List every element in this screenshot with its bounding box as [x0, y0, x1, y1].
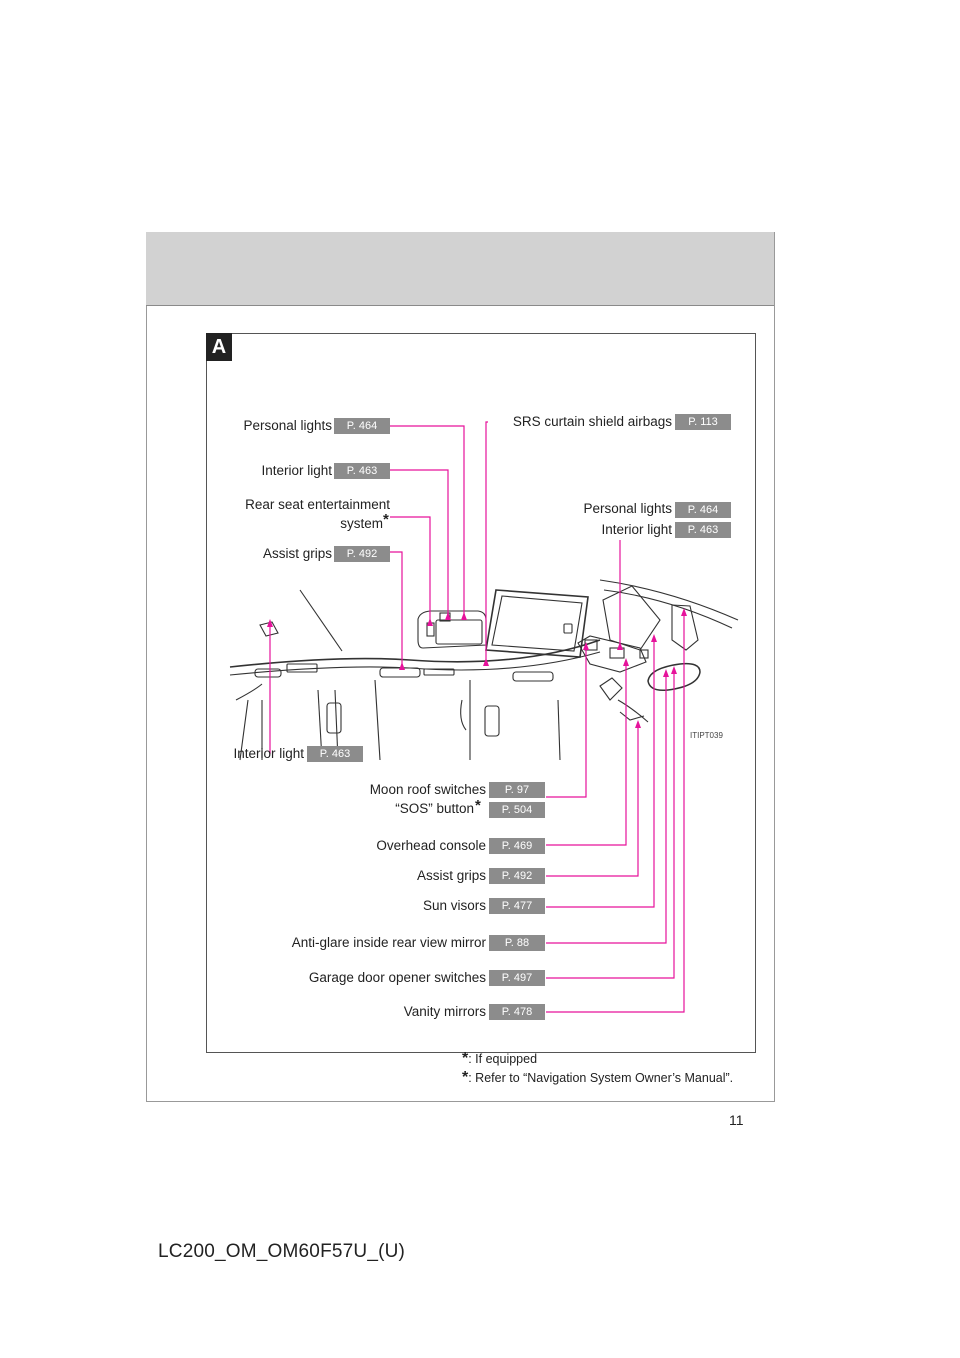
leader-garage-door: [546, 672, 675, 979]
label-assist-grips-bottom: Assist grips: [416, 868, 486, 883]
page-ref-vanity-mirrors[interactable]: P. 478: [489, 1004, 545, 1020]
page-number: 11: [729, 1112, 744, 1128]
page-ref-interior-light-right[interactable]: P. 463: [675, 522, 731, 538]
leader-arrowheads: [267, 608, 687, 728]
page-ref-garage-door-opener[interactable]: P. 497: [489, 970, 545, 986]
label-sos-button: “SOS” button: [395, 801, 474, 816]
label-overhead-console: Overhead console: [376, 838, 486, 853]
roof-rail: [599, 579, 739, 621]
leader-assist-grips-bottom: [546, 726, 639, 877]
footer-code: LC200_OM_OM60F57U_(U): [158, 1241, 406, 1262]
page-ref-personal-lights-right[interactable]: P. 464: [675, 502, 731, 518]
label-rear-seat-entertainment-system: system: [340, 516, 383, 531]
ceiling-edge: [229, 639, 601, 668]
label-assist-grips-left: Assist grips: [262, 546, 332, 561]
label-personal-lights-left: Personal lights: [243, 418, 332, 433]
label-sun-visors: Sun visors: [422, 898, 486, 913]
label-interior-light-right: Interior light: [601, 522, 672, 537]
page-ref-overhead-console[interactable]: P. 469: [489, 838, 545, 854]
label-garage-door-opener: Garage door opener switches: [308, 970, 486, 985]
footnote-if-equipped: *: If equipped: [462, 1050, 538, 1067]
moon-roof: [485, 589, 589, 658]
header-band: [146, 232, 774, 306]
label-interior-light-left: Interior light: [261, 463, 332, 478]
leader-rear-seat-entertainment: [390, 516, 431, 624]
page-ref-srs-airbags[interactable]: P. 113: [675, 414, 731, 430]
section-tag: A: [206, 333, 232, 361]
pillar-line: [299, 589, 343, 652]
page-ref-sun-visors[interactable]: P. 477: [489, 898, 545, 914]
leader-sun-visors: [546, 640, 655, 908]
footnote-star-rear-seat: *: [383, 511, 389, 528]
page-ref-personal-lights-left[interactable]: P. 464: [334, 418, 390, 434]
label-srs-airbags: SRS curtain shield airbags: [512, 414, 672, 429]
footnote-star-sos: *: [475, 797, 481, 814]
page-ref-anti-glare-mirror[interactable]: P. 88: [489, 935, 545, 951]
image-code: ITIPT039: [690, 731, 723, 740]
label-personal-lights-right: Personal lights: [583, 501, 672, 516]
leader-personal-lights-left: [390, 425, 465, 618]
page-ref-moon-roof-switches[interactable]: P. 97: [489, 782, 545, 798]
label-interior-light-rear: Interior light: [233, 746, 304, 761]
page-ref-interior-light-left[interactable]: P. 463: [334, 463, 390, 479]
page-ref-sos-button[interactable]: P. 504: [489, 802, 545, 818]
label-rear-seat-entertainment: Rear seat entertainment: [245, 497, 390, 512]
leader-moon-roof: [546, 648, 587, 798]
label-vanity-mirrors: Vanity mirrors: [403, 1004, 486, 1019]
leader-anti-glare: [546, 675, 667, 944]
label-anti-glare-mirror: Anti-glare inside rear view mirror: [291, 935, 486, 950]
page-ref-interior-light-rear[interactable]: P. 463: [307, 746, 363, 762]
leader-lines: [269, 421, 685, 1013]
leader-assist-grips-left: [390, 551, 403, 668]
ceiling-drawing: [229, 579, 739, 761]
diagram-box: [206, 333, 756, 1053]
leader-interior-light-left: [390, 469, 449, 618]
leader-overhead-console: [546, 664, 627, 846]
page-ref-assist-grips-left[interactable]: P. 492: [334, 546, 390, 562]
label-moon-roof-switches: Moon roof switches: [369, 782, 486, 797]
sun-visor: [602, 585, 661, 651]
leader-vanity-mirrors: [546, 614, 685, 1013]
page-ref-assist-grips-bottom[interactable]: P. 492: [489, 868, 545, 884]
footnote-navigation-manual: *: Refer to “Navigation System Owner’s M…: [462, 1069, 734, 1086]
rear-view-mirror: [647, 662, 701, 692]
leader-srs-airbags: [485, 421, 488, 664]
